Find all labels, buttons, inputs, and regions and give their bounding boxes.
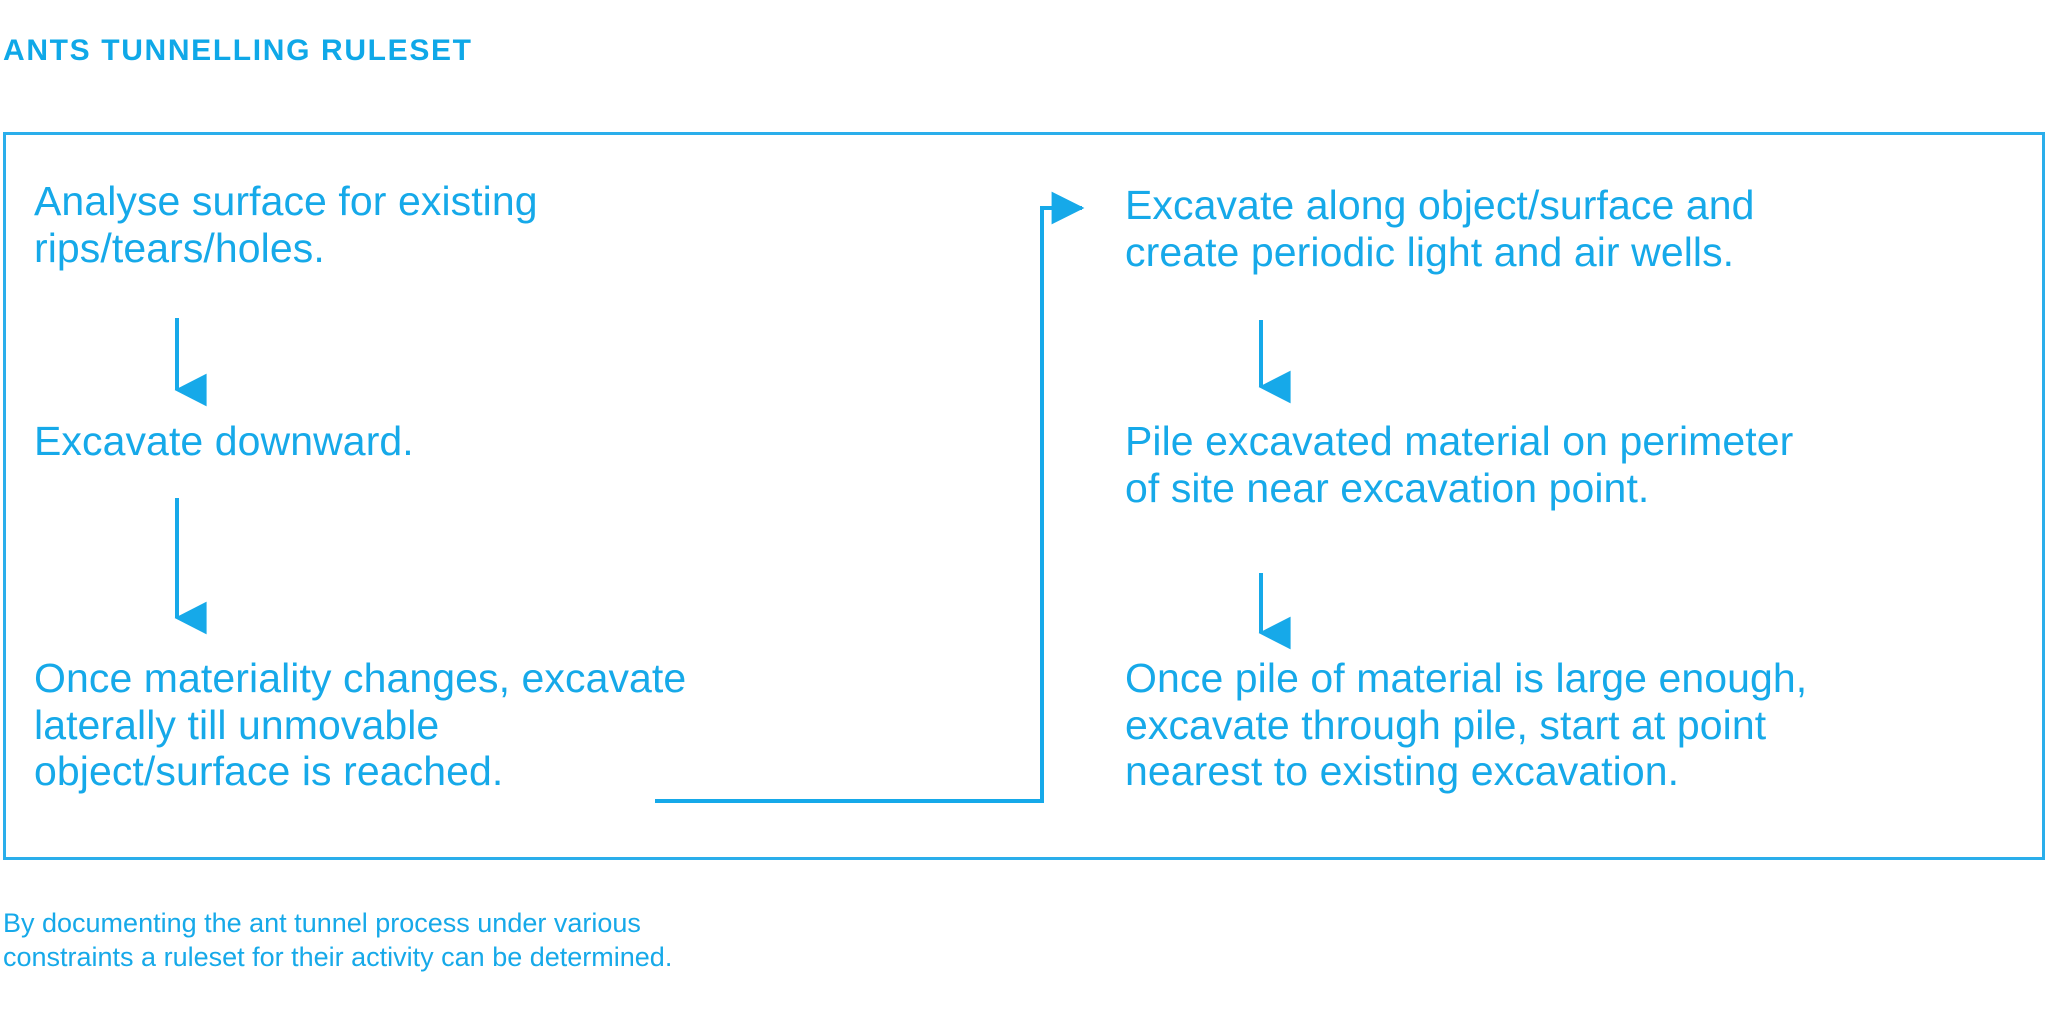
flow-step-analyse-surface: Analyse surface for existing rips/tears/… (34, 178, 538, 271)
figure-caption: By documenting the ant tunnel process un… (3, 908, 673, 973)
flow-step-excavate-downward: Excavate downward. (34, 418, 414, 464)
flow-step-excavate-through-pile: Once pile of material is large enough, e… (1125, 655, 1808, 795)
page-title: ANTS TUNNELLING RULESET (3, 34, 473, 67)
flow-step-pile-material: Pile excavated material on perimeter of … (1125, 418, 1794, 511)
flow-step-excavate-laterally: Once materiality changes, excavate later… (34, 655, 687, 795)
flow-step-excavate-along-surface: Excavate along object/surface and create… (1125, 182, 1755, 275)
